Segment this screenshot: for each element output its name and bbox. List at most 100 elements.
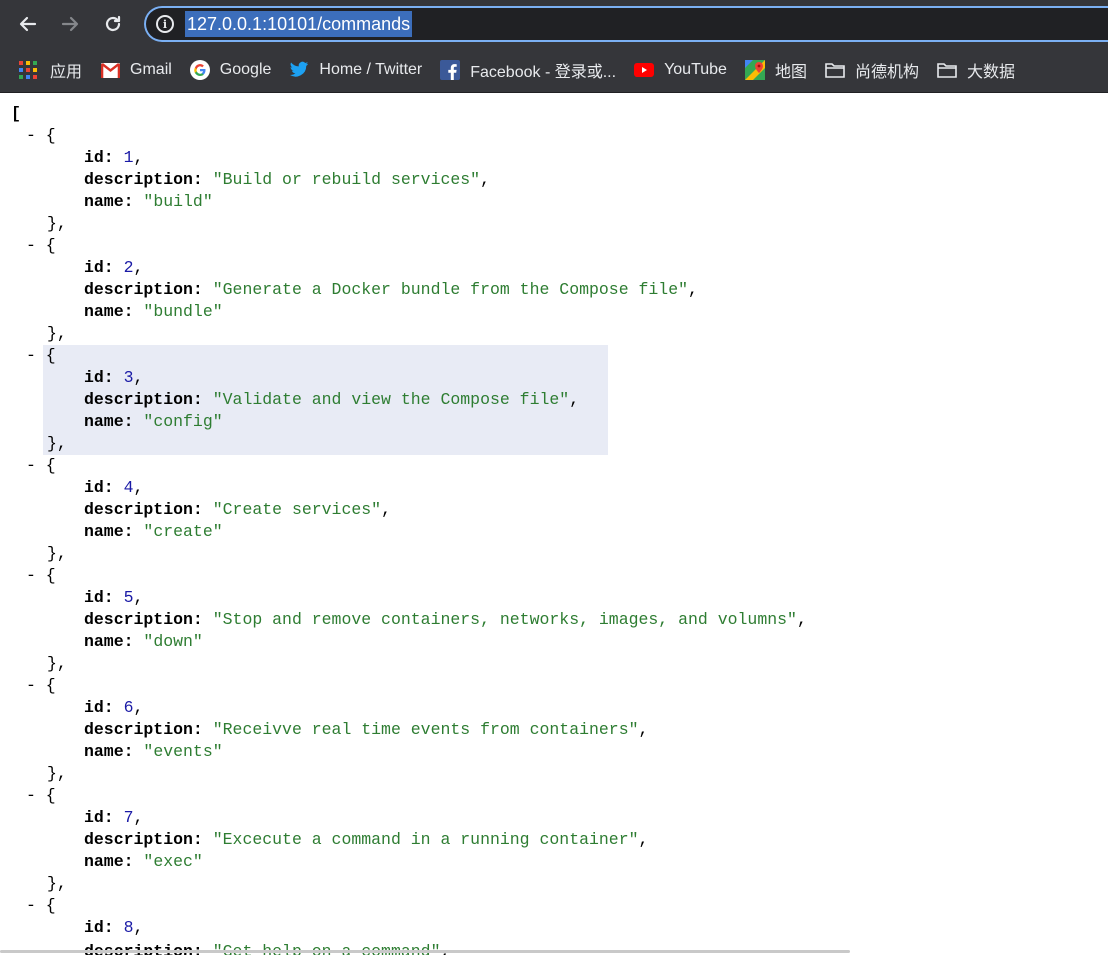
json-value-description: "Excecute a command in a running contain… (212, 830, 639, 849)
json-value-id: 6 (123, 698, 134, 717)
bookmark-google[interactable]: Google (189, 55, 272, 85)
reload-icon (105, 15, 121, 32)
json-value-description: "Create services" (212, 500, 382, 519)
collapse-toggle[interactable]: - { (26, 896, 56, 915)
json-value-description: "Get help on a command" (212, 942, 441, 955)
folder-icon (937, 60, 957, 80)
hover-highlight (43, 345, 608, 455)
bookmark-label: Google (219, 61, 272, 78)
json-key-id: id: (84, 918, 114, 937)
json-value-id: 8 (123, 918, 134, 937)
collapse-toggle[interactable]: - { (26, 676, 56, 695)
json-value-name: "down" (143, 632, 203, 651)
json-key-name: name: (84, 632, 134, 651)
json-value-name: "bundle" (143, 302, 223, 321)
json-value-description: "Build or rebuild services" (212, 170, 481, 189)
json-value-name: "build" (143, 192, 213, 211)
json-key-description: description: (84, 500, 203, 519)
json-key-description: description: (84, 170, 203, 189)
json-key-id: id: (84, 258, 114, 277)
google-icon (189, 60, 210, 80)
json-value-description: "Validate and view the Compose file" (212, 390, 570, 409)
json-key-id: id: (84, 148, 114, 167)
bookmark-label: 尚德机构 (854, 64, 919, 81)
arrow-right-icon (61, 16, 79, 32)
url-text[interactable]: 127.0.0.1:10101/commands (185, 11, 413, 37)
json-object-close: }, (47, 874, 67, 893)
bookmark-maps[interactable]: 地图 (744, 55, 807, 85)
bookmark-folder-1[interactable]: 尚德机构 (825, 55, 919, 85)
info-icon[interactable]: i (156, 15, 174, 33)
json-viewer: [ - { id: 1, description: "Build or rebu… (0, 92, 1108, 960)
bookmark-folder-2[interactable]: 大数据 (937, 55, 1015, 85)
json-object: - { id: 6, description: "Receivve real t… (26, 676, 649, 783)
twitter-icon (289, 60, 309, 80)
json-object: - { id: 5, description: "Stop and remove… (26, 566, 807, 673)
json-object-close: }, (47, 324, 67, 343)
json-key-description: description: (84, 830, 203, 849)
youtube-icon (634, 60, 655, 80)
bookmark-label: 应用 (50, 64, 83, 81)
json-object-close: }, (47, 434, 67, 453)
reload-button[interactable] (97, 8, 129, 40)
address-bar[interactable]: i 127.0.0.1:10101/commands (144, 6, 1108, 42)
gmail-icon (100, 60, 120, 80)
json-key-id: id: (84, 478, 114, 497)
forward-button[interactable] (54, 8, 86, 40)
bookmarks-bar: 应用 Gmail Google Home / Twitter Facebook … (0, 48, 1108, 93)
json-key-description: description: (84, 610, 203, 629)
json-value-name: "config" (143, 412, 223, 431)
facebook-icon (440, 60, 461, 80)
json-key-id: id: (84, 808, 114, 827)
collapse-toggle[interactable]: - { (26, 126, 56, 145)
json-value-id: 3 (123, 368, 134, 387)
json-key-name: name: (84, 742, 134, 761)
bookmark-label: Home / Twitter (319, 61, 423, 78)
bookmark-label: 大数据 (966, 64, 1015, 81)
arrow-left-icon (19, 16, 37, 32)
bookmark-youtube[interactable]: YouTube (634, 55, 727, 85)
bookmark-apps[interactable]: 应用 (18, 55, 82, 85)
back-button[interactable] (12, 8, 44, 40)
bookmark-label: Gmail (130, 61, 172, 78)
json-key-id: id: (84, 368, 114, 387)
json-object-close: }, (47, 544, 67, 563)
json-key-id: id: (84, 698, 114, 717)
bookmark-facebook[interactable]: Facebook - 登录或... (440, 55, 616, 85)
json-value-id: 4 (123, 478, 134, 497)
json-open-bracket: [ (11, 104, 21, 123)
collapse-toggle[interactable]: - { (26, 786, 56, 805)
json-key-description: description: (84, 390, 203, 409)
json-key-name: name: (84, 412, 134, 431)
json-key-name: name: (84, 302, 134, 321)
bookmark-twitter[interactable]: Home / Twitter (289, 55, 422, 85)
collapse-toggle[interactable]: - { (26, 236, 56, 255)
bookmark-label: 地图 (774, 64, 807, 81)
bookmark-label: Facebook - 登录或... (470, 64, 617, 81)
json-object-close: }, (47, 214, 67, 233)
json-value-name: "events" (143, 742, 223, 761)
maps-icon (744, 60, 765, 80)
bookmark-label: YouTube (664, 61, 727, 78)
collapse-toggle[interactable]: - { (26, 566, 56, 585)
json-key-name: name: (84, 192, 134, 211)
json-value-name: "exec" (143, 852, 203, 871)
horizontal-scrollbar[interactable] (0, 950, 850, 953)
collapse-toggle[interactable]: - { (26, 346, 56, 365)
json-value-name: "create" (143, 522, 223, 541)
json-object: - { id: 1, description: "Build or rebuil… (26, 126, 490, 233)
bookmark-gmail[interactable]: Gmail (100, 55, 172, 85)
json-value-description: "Receivve real time events from containe… (212, 720, 639, 739)
json-value-description: "Generate a Docker bundle from the Compo… (212, 280, 689, 299)
json-value-id: 2 (123, 258, 134, 277)
json-object: - { id: 7, description: "Excecute a comm… (26, 786, 649, 893)
folder-icon (825, 60, 845, 80)
collapse-toggle[interactable]: - { (26, 456, 56, 475)
json-object-close: }, (47, 654, 67, 673)
json-value-description: "Stop and remove containers, networks, i… (212, 610, 797, 629)
json-value-id: 5 (123, 588, 134, 607)
json-object: - { id: 4, description: "Create services… (26, 456, 391, 563)
json-object-close: }, (47, 764, 67, 783)
json-object-partial: - { id: 8, description: "Get help on a c… (0, 895, 1108, 955)
json-object-hovered: - { id: 3, description: "Validate and vi… (0, 345, 1108, 455)
